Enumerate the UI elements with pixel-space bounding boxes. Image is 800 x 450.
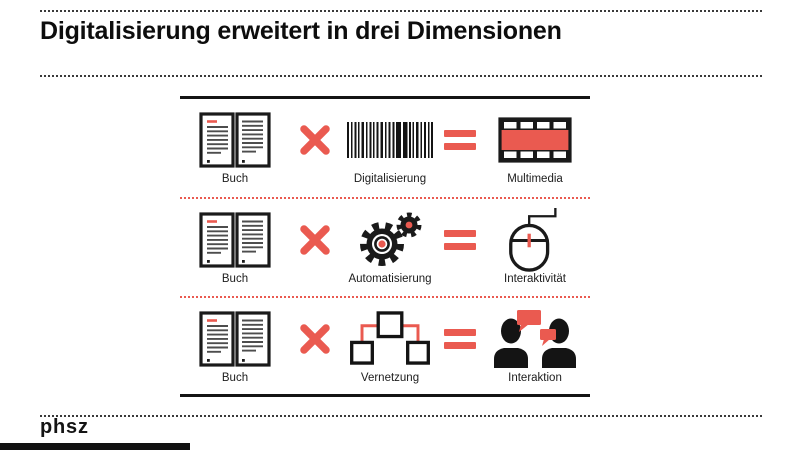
multiply-icon (298, 123, 332, 157)
result-cell: Interaktion (480, 308, 590, 384)
open-book-icon (199, 112, 271, 168)
dotted-divider-under-title (40, 75, 762, 77)
open-book-icon (199, 212, 271, 268)
book-cell: Buch (180, 308, 290, 384)
factor-cell: Vernetzung (340, 308, 440, 384)
page-title: Digitalisierung erweitert in drei Dimens… (40, 17, 562, 45)
icon-label: Automatisierung (348, 273, 432, 286)
diagram-row-digitalisierung: Buch Digitalisierung Multimedia (180, 99, 590, 197)
factor-cell: Automatisierung (340, 209, 440, 285)
equals-icon (444, 328, 476, 349)
equals-cell (440, 308, 480, 370)
phsz-logo: phsz (40, 416, 89, 438)
equals-cell (440, 209, 480, 271)
icon-label: Interaktivität (504, 273, 566, 286)
book-cell: Buch (180, 109, 290, 185)
gears-icon (356, 212, 424, 268)
people-talking-icon (494, 309, 576, 368)
icon-label: Interaktion (508, 371, 562, 384)
equals-icon (444, 230, 476, 251)
multiply-cell (290, 308, 340, 370)
open-book-icon (199, 311, 271, 367)
computer-mouse-icon (509, 208, 558, 273)
footer-bar (0, 443, 190, 450)
dotted-divider-top (40, 10, 762, 12)
multiply-cell (290, 109, 340, 171)
multiply-cell (290, 209, 340, 271)
equals-cell (440, 109, 480, 171)
barcode-icon (347, 122, 433, 158)
icon-label: Multimedia (507, 173, 563, 185)
diagram-row-automatisierung: Buch Automatisierung Interaktivität (180, 197, 590, 295)
dotted-divider-footer (40, 415, 762, 417)
diagram-panel: Buch Digitalisierung Multimedia Buch Aut… (180, 96, 590, 397)
diagram-row-vernetzung: Buch Vernetzung Interaktion (180, 295, 590, 394)
icon-label: Buch (221, 173, 249, 185)
result-cell: Interaktivität (480, 208, 590, 286)
result-cell: Multimedia (480, 109, 590, 185)
network-icon (350, 311, 430, 365)
film-strip-icon (498, 117, 572, 163)
icon-label: Vernetzung (360, 371, 420, 384)
icon-label: Buch (221, 371, 249, 384)
icon-label: Buch (221, 273, 249, 286)
multiply-icon (298, 322, 332, 356)
icon-label: Digitalisierung (353, 173, 427, 185)
factor-cell: Digitalisierung (340, 109, 440, 185)
book-cell: Buch (180, 209, 290, 285)
equals-icon (444, 130, 476, 150)
multiply-icon (298, 223, 332, 257)
